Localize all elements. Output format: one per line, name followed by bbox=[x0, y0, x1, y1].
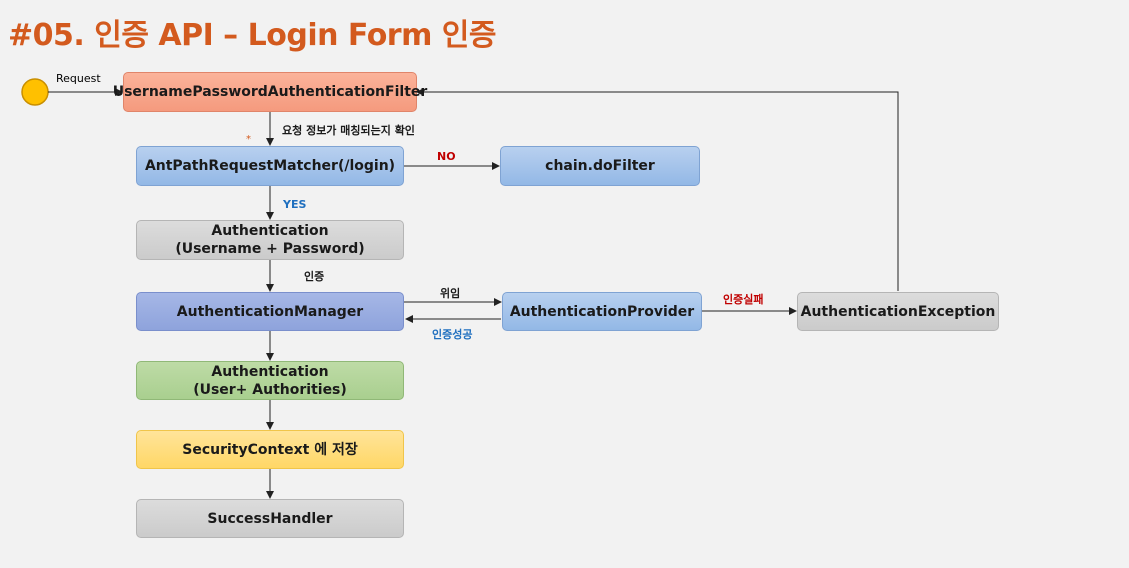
exception-node: AuthenticationException bbox=[797, 292, 999, 331]
auth-fail-label: 인증실패 bbox=[723, 293, 764, 306]
auth-success-label: 인증성공 bbox=[432, 328, 473, 341]
auth2-line2: (User+ Authorities) bbox=[193, 381, 347, 398]
manager-node: AuthenticationManager bbox=[136, 292, 404, 331]
filter-node-label: UsernamePasswordAuthenticationFilter bbox=[112, 84, 428, 100]
asterisk-mark: * bbox=[246, 134, 251, 145]
arrow-exception-loop bbox=[416, 88, 899, 291]
match-check-label: 요청 정보가 매칭되는지 확인 bbox=[282, 124, 415, 137]
manager-node-label: AuthenticationManager bbox=[176, 303, 364, 320]
context-node-label: SecurityContext 에 저장 bbox=[182, 441, 358, 458]
exception-node-label: AuthenticationException bbox=[800, 303, 996, 320]
page-title: #05. 인증 API – Login Form 인증 bbox=[8, 18, 497, 53]
chain-node-label: chain.doFilter bbox=[545, 158, 655, 174]
start-circle bbox=[21, 78, 49, 106]
provider-node: AuthenticationProvider bbox=[502, 292, 702, 331]
context-node: SecurityContext 에 저장 bbox=[136, 430, 404, 469]
auth2-node: Authentication (User+ Authorities) bbox=[136, 361, 404, 400]
success-node: SuccessHandler bbox=[136, 499, 404, 538]
auth1-line2: (Username + Password) bbox=[175, 241, 365, 257]
request-label: Request bbox=[56, 72, 101, 85]
auth1-line1: Authentication bbox=[211, 223, 329, 239]
no-label: NO bbox=[437, 150, 456, 163]
filter-node: UsernamePasswordAuthenticationFilter bbox=[113, 72, 427, 112]
delegate-label: 위임 bbox=[440, 287, 461, 300]
auth-label: 인증 bbox=[304, 270, 325, 283]
matcher-node-label: AntPathRequestMatcher(/login) bbox=[144, 158, 396, 174]
auth2-line1: Authentication bbox=[211, 363, 329, 380]
auth1-node: Authentication (Username + Password) bbox=[136, 220, 404, 260]
yes-label: YES bbox=[283, 198, 307, 211]
success-node-label: SuccessHandler bbox=[207, 510, 333, 527]
matcher-node: AntPathRequestMatcher(/login) bbox=[136, 146, 404, 186]
chain-node: chain.doFilter bbox=[500, 146, 700, 186]
provider-node-label: AuthenticationProvider bbox=[509, 303, 695, 320]
